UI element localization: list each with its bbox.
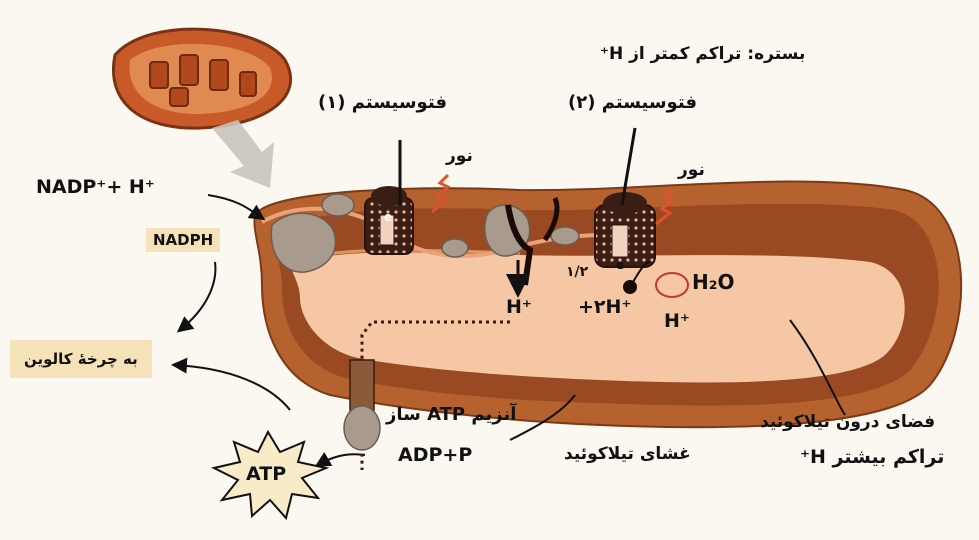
atp-label: ATP bbox=[246, 463, 286, 485]
proton-lumen-label: H⁺ bbox=[664, 310, 690, 332]
plastocyanin-blob bbox=[442, 239, 468, 257]
nadph-label: NADPH bbox=[146, 228, 220, 252]
electron-label-1: e bbox=[384, 210, 392, 224]
chloroplast-icon bbox=[113, 29, 290, 128]
photosystem2-complex bbox=[595, 192, 655, 267]
photosystem1-label: فتوسیستم (۱) bbox=[318, 92, 447, 113]
nadp-h-label: NADP⁺+ H⁺ bbox=[36, 176, 155, 198]
light-label-1: نور bbox=[446, 146, 473, 166]
atp-synthase bbox=[344, 360, 380, 450]
electron-label-2: e bbox=[616, 258, 624, 272]
proton-left-label: H⁺ bbox=[506, 296, 532, 318]
thylakoid-membrane-label: غشای تیلاکوئید bbox=[564, 444, 691, 464]
photosystem2-label: فتوسیستم (۲) bbox=[568, 92, 697, 113]
proton-pair-label: +۲H⁺ bbox=[578, 296, 631, 318]
calvin-cycle-label: به چرخهٔ کالوین bbox=[10, 340, 152, 378]
atp-synthase-label: آنزیم ATP ساز bbox=[386, 404, 516, 425]
water-label: H₂O bbox=[692, 270, 735, 294]
stroma-note: بستره: تراکم کمتر از H⁺ bbox=[600, 44, 805, 64]
water-molecule bbox=[656, 273, 688, 297]
half-label: ۱/۲ bbox=[566, 264, 588, 280]
adp-p-label: ADP+P bbox=[398, 444, 472, 466]
lumen-concentration-label: تراکم بیشتر H⁺ bbox=[800, 446, 944, 468]
zoom-arrow bbox=[212, 120, 274, 188]
lumen-label: فضای درون تیلاکوئید bbox=[760, 412, 935, 432]
ferredoxin-blob bbox=[322, 194, 354, 216]
light-label-2: نور bbox=[678, 160, 705, 180]
ferredoxin-reductase bbox=[271, 213, 335, 272]
pq-blob bbox=[551, 227, 579, 245]
